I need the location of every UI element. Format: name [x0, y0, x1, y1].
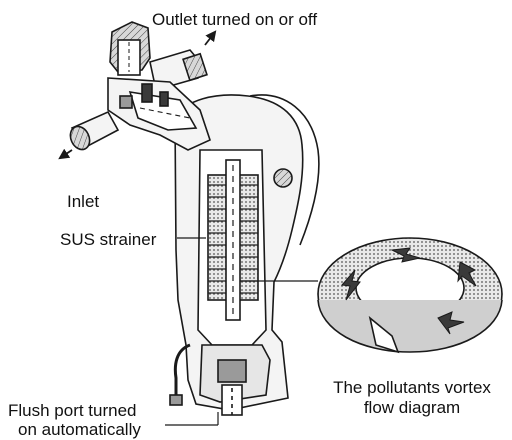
flush-label-line1: Flush port turned: [8, 401, 137, 420]
vortex-ring: [317, 237, 503, 354]
outlet-label: Outlet turned on or off: [152, 10, 318, 29]
leader-lines: [165, 237, 318, 426]
inlet-arrow: [58, 148, 73, 160]
strainer-label: SUS strainer: [60, 230, 157, 249]
valve-head: [69, 21, 211, 151]
flush-label-line2: on automatically: [18, 420, 141, 439]
inlet-label: Inlet: [67, 192, 100, 211]
flow-arrows: [58, 30, 217, 160]
filter-body: [169, 94, 320, 416]
outlet-arrow: [204, 30, 217, 46]
vortex-label-line2: flow diagram: [363, 398, 461, 417]
vortex-label-line1: The pollutants vortex: [333, 378, 491, 397]
